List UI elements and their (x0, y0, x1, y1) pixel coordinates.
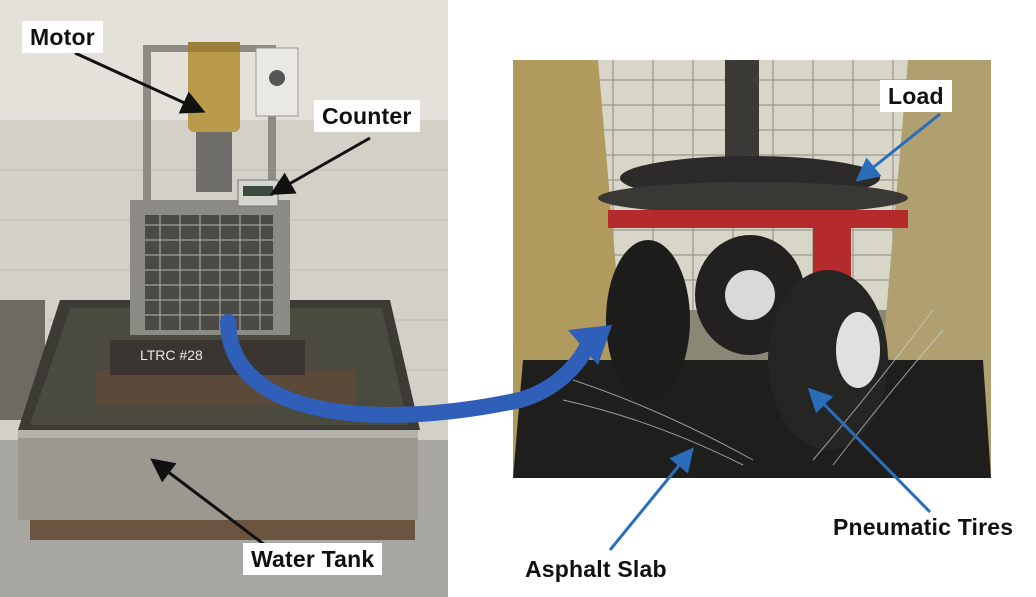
plate-text: LTRC #28 (140, 347, 203, 363)
wheel-assembly-photo (513, 60, 991, 478)
counter-label: Counter (314, 100, 420, 132)
load-label: Load (880, 80, 952, 112)
pneumatic-tires-label: Pneumatic Tires (833, 514, 1014, 540)
water-tank-label: Water Tank (243, 543, 383, 575)
machine-photo-graphic: LTRC #28 (0, 0, 448, 597)
asphalt-slab-label: Asphalt Slab (525, 556, 667, 582)
machine-photo: LTRC #28 (0, 0, 448, 597)
motor-label: Motor (22, 21, 103, 53)
wheel-assembly-photo-graphic (513, 60, 991, 478)
